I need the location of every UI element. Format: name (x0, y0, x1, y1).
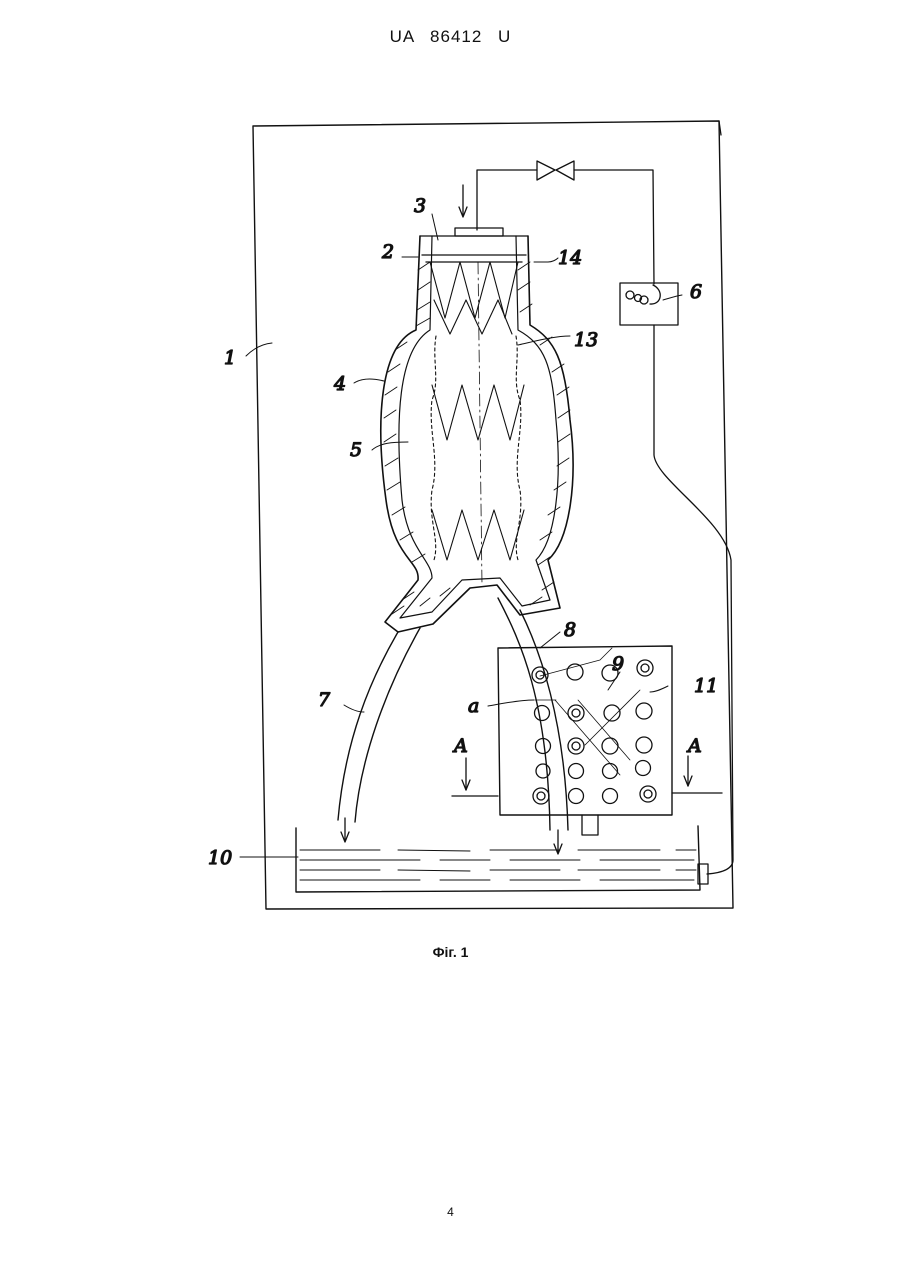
section-label-A-right: A (686, 735, 702, 757)
ref-label-a: a (468, 695, 479, 717)
section-arrow-right (684, 756, 692, 786)
ref-label-8: 8 (564, 619, 576, 641)
outlet-arrow-left (341, 818, 349, 842)
vessel-outer-wall (381, 236, 573, 632)
figure-caption: Фіг. 1 (0, 944, 901, 960)
perforated-block (452, 646, 722, 835)
ref-label-2: 2 (381, 241, 394, 263)
ref-label-4: 4 (333, 373, 346, 395)
ref-label-11: 11 (694, 675, 718, 697)
section-label-A-left: A (452, 735, 468, 757)
pump-box (620, 283, 678, 325)
reservoir (296, 826, 700, 892)
ref-label-10: 10 (208, 847, 232, 869)
return-pipe (654, 325, 733, 874)
ref-label-6: 6 (690, 281, 702, 303)
ref-label-14: 14 (558, 247, 582, 269)
outlet-pipe-left (338, 628, 420, 822)
ref-label-3: 3 (414, 195, 426, 217)
ref-label-5: 5 (350, 439, 362, 461)
inlet-arrow (459, 185, 467, 217)
zigzag-packing (430, 262, 524, 585)
ref-label-9: 9 (612, 653, 624, 675)
frame (253, 121, 733, 909)
page-number: 4 (0, 1205, 901, 1219)
ref-label-13: 13 (574, 329, 598, 351)
valve-icon (537, 161, 574, 180)
section-arrow-left (462, 758, 470, 790)
ref-label-1: 1 (224, 347, 236, 369)
ref-label-7: 7 (318, 689, 331, 711)
cap-top (455, 228, 503, 236)
